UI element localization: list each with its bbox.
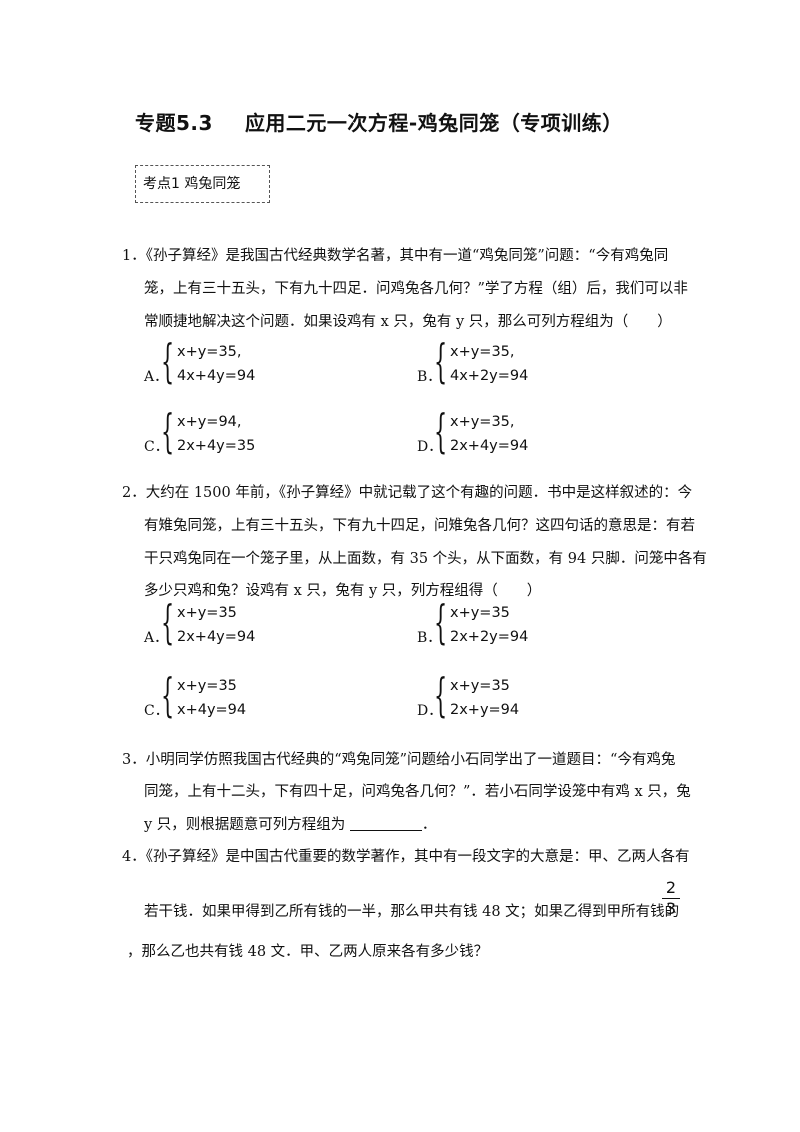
q2-line-2: 有雉兔同笼，上有三十五头，下有九十四足，问雉兔各几何？这四句话的意思是：有若 (144, 518, 695, 534)
q3-end-mark: ． (421, 817, 437, 833)
equation-1: x+y=35, (450, 414, 515, 430)
brace-icon: { (161, 595, 175, 649)
equation-1: x+y=94, (177, 414, 242, 430)
title-text: 应用二元一次方程-鸡兔同笼（专项训练） (244, 111, 623, 135)
option-label: A． (144, 630, 169, 646)
fraction-denominator: 3 (665, 899, 677, 918)
q1-line-3: 常顺捷地解决这个问题．如果设鸡有 x 只，兔有 y 只，那么可列方程组为（ ） (144, 314, 672, 330)
q2-line-3: 干只鸡兔同在一个笼子里，从上面数，有 35 个头，从下面数，有 94 只脚．问笼… (144, 551, 707, 567)
equation-2: 2x+4y=35 (177, 438, 256, 454)
equation-2: 2x+2y=94 (450, 629, 529, 645)
option-label: B． (417, 369, 442, 385)
equation-2: 2x+4y=94 (177, 629, 256, 645)
page-title: 专题5.3 应用二元一次方程-鸡兔同笼（专项训练） (135, 107, 623, 136)
q3-line-2: 同笼，上有十二头，下有四十足，问鸡兔各几何？”．若小石同学设笼中有鸡 x 只，兔 (144, 784, 691, 800)
title-number: 专题5.3 (135, 111, 213, 135)
q3-line-1: 3．小明同学仿照我国古代经典的“鸡兔同笼”问题给小石同学出了一道题目：“今有鸡兔 (122, 752, 676, 768)
equation-2: 4x+2y=94 (450, 368, 529, 384)
q2-line-4: 多少只鸡和兔？设鸡有 x 只，兔有 y 只，列方程组得（ ） (144, 583, 542, 599)
topic-badge: 考点1 鸡兔同笼 (135, 165, 270, 203)
fraction-numerator: 2 (665, 878, 677, 897)
option-label: C． (144, 703, 169, 719)
brace-icon: { (434, 595, 448, 649)
equation-2: 2x+y=94 (450, 702, 520, 718)
option-label: A． (144, 369, 169, 385)
equation-1: x+y=35 (450, 605, 510, 621)
equation-1: x+y=35 (177, 678, 237, 694)
equation-2: x+4y=94 (177, 702, 247, 718)
q3-line-3-text: y 只，则根据题意可列方程组为 (144, 817, 346, 833)
q1-line-2: 笼，上有三十五头，下有九十四足．问鸡兔各几何？”学了方程（组）后，我们可以非 (144, 281, 688, 297)
option-label: C． (144, 439, 169, 455)
brace-icon: { (161, 404, 175, 458)
q4-line-1: 4．《孙子算经》是中国古代重要的数学著作，其中有一段文字的大意是：甲、乙两人各有 (122, 849, 690, 865)
brace-icon: { (434, 668, 448, 722)
brace-icon: { (434, 334, 448, 388)
q3-line-3: y 只，则根据题意可列方程组为 ． (144, 815, 436, 835)
equation-2: 4x+4y=94 (177, 368, 256, 384)
q4-line-2: 若干钱．如果甲得到乙所有钱的一半，那么甲共有钱 48 文；如果乙得到甲所有钱的 (144, 904, 680, 920)
brace-icon: { (434, 404, 448, 458)
fraction-two-thirds: 2 3 (662, 880, 680, 917)
option-label: B． (417, 630, 442, 646)
brace-icon: { (161, 668, 175, 722)
q4-line-3: ，那么乙也共有钱 48 文．甲、乙两人原来各有多少钱？ (127, 944, 489, 960)
answer-blank[interactable] (349, 816, 422, 831)
equation-1: x+y=35, (177, 344, 242, 360)
option-label: D． (417, 439, 443, 455)
equation-1: x+y=35 (450, 678, 510, 694)
equation-1: x+y=35 (177, 605, 237, 621)
fraction-bar (662, 898, 680, 899)
q2-line-1: 2．大约在 1500 年前，《孙子算经》中就记载了这个有趣的问题．书中是这样叙述… (122, 485, 693, 501)
q1-line-1: 1．《孙子算经》是我国古代经典数学名著，其中有一道“鸡兔同笼”问题：“今有鸡兔同 (122, 248, 669, 264)
brace-icon: { (161, 334, 175, 388)
equation-1: x+y=35, (450, 344, 515, 360)
option-label: D． (417, 703, 443, 719)
equation-2: 2x+4y=94 (450, 438, 529, 454)
